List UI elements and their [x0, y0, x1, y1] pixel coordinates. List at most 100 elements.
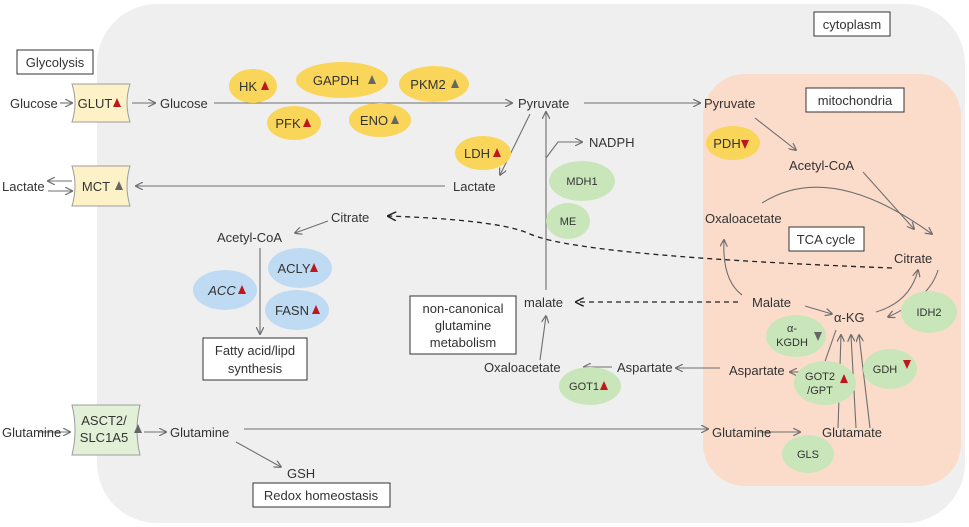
- pkm2-up-arrow-icon: [451, 79, 459, 88]
- fatty-acid-synthesis-box: Fatty acid/lipd synthesis: [202, 337, 308, 381]
- acetyl-coa-cytoplasm: Acetyl-CoA: [217, 230, 282, 245]
- enzyme-mdh1: MDH1: [549, 161, 615, 201]
- dashed-arrows: [388, 216, 893, 302]
- enzyme-akgdh: α- KGDH: [766, 315, 826, 357]
- glutamine-mitochondria: Glutamine: [712, 425, 771, 440]
- tca-cycle-label-box: TCA cycle: [788, 226, 865, 252]
- pfk-label: PFK: [275, 116, 301, 131]
- gapdh-label: GAPDH: [313, 73, 359, 88]
- asct2-up-arrow-icon: [134, 424, 142, 433]
- mitochondria-label-box: mitochondria: [805, 87, 905, 113]
- glutamate: Glutamate: [822, 425, 882, 440]
- glucose-extracellular: Glucose: [10, 96, 58, 111]
- me-label: ME: [560, 216, 577, 228]
- enzyme-acc: ACC: [193, 270, 257, 310]
- enzyme-gdh: GDH: [863, 349, 917, 389]
- enzyme-acly: ACLY: [268, 248, 332, 288]
- enzyme-gls: GLS: [782, 435, 834, 473]
- aspartate-mitochondria: Aspartate: [729, 363, 785, 378]
- gls-label: GLS: [797, 449, 819, 461]
- gsh: GSH: [287, 466, 315, 481]
- noncanonical-label-line1: non-canonical: [423, 301, 504, 316]
- glut-up-arrow-icon: [113, 98, 121, 107]
- acc-label: ACC: [207, 283, 236, 298]
- asct2-label-line1: ASCT2/: [81, 413, 127, 428]
- enzyme-eno: ENO: [349, 103, 411, 137]
- glycolysis-label-box: Glycolysis: [16, 49, 94, 75]
- gdh-label: GDH: [873, 364, 898, 376]
- pdh-label: PDH: [713, 136, 740, 151]
- glut-label: GLUT: [78, 96, 113, 111]
- enzyme-idh2: IDH2: [901, 291, 957, 333]
- oxaloacetate-mitochondria: Oxaloacetate: [705, 211, 782, 226]
- noncanonical-glutamine-box: non-canonical glutamine metabolism: [409, 295, 517, 355]
- malate-mitochondria: Malate: [752, 295, 791, 310]
- enzyme-got2-gpt: GOT2 /GPT: [794, 361, 856, 405]
- metabolite-labels: Glucose Glucose Pyruvate Pyruvate Lactat…: [2, 96, 932, 481]
- oxaloacetate-cytoplasm: Oxaloacetate: [484, 360, 561, 375]
- pdh-down-arrow-icon: [741, 140, 749, 149]
- enzyme-fasn: FASN: [265, 290, 329, 330]
- glut-transporter: GLUT: [71, 83, 131, 123]
- pkm2-label: PKM2: [410, 77, 445, 92]
- lactate-intracellular: Lactate: [453, 179, 496, 194]
- mct-label: MCT: [82, 179, 110, 194]
- acly-up-arrow-icon: [310, 263, 318, 272]
- pyruvate-mitochondria: Pyruvate: [704, 96, 755, 111]
- citrate-mitochondria: Citrate: [894, 251, 932, 266]
- cytoplasm-label: cytoplasm: [823, 17, 882, 32]
- enzyme-pdh: PDH: [706, 126, 760, 160]
- akgdh-label-line2: KGDH: [776, 337, 808, 349]
- tca-cycle-label: TCA cycle: [797, 232, 856, 247]
- acly-label: ACLY: [278, 261, 311, 276]
- hk-up-arrow-icon: [261, 81, 269, 90]
- asct2-transporter: ASCT2/ SLC1A5: [71, 404, 142, 456]
- akgdh-label-line1: α-: [787, 323, 797, 335]
- citrate-cytoplasm: Citrate: [331, 210, 369, 225]
- fatty-acid-label-line2: synthesis: [228, 361, 283, 376]
- got1-up-arrow-icon: [600, 381, 608, 390]
- fasn-label: FASN: [275, 303, 309, 318]
- redox-homeostasis-box: Redox homeostasis: [252, 482, 391, 508]
- nadph: NADPH: [589, 135, 635, 150]
- mct-up-arrow-icon: [115, 181, 123, 190]
- redox-label: Redox homeostasis: [264, 488, 379, 503]
- lactate-extracellular: Lactate: [2, 179, 45, 194]
- ldh-up-arrow-icon: [493, 148, 501, 157]
- got2-up-arrow-icon: [840, 374, 848, 383]
- ldh-label: LDH: [464, 146, 490, 161]
- enzyme-me: ME: [546, 203, 590, 239]
- glutamine-extracellular: Glutamine: [2, 425, 61, 440]
- eno-label: ENO: [360, 113, 388, 128]
- noncanonical-label-line2: glutamine: [435, 318, 491, 333]
- eno-up-arrow-icon: [391, 115, 399, 124]
- asct2-label-line2: SLC1A5: [80, 430, 128, 445]
- pfk-up-arrow-icon: [303, 118, 311, 127]
- mitochondria-label: mitochondria: [818, 93, 893, 108]
- mdh1-label: MDH1: [566, 176, 597, 188]
- pyruvate-cytoplasm: Pyruvate: [518, 96, 569, 111]
- fatty-acid-label-line1: Fatty acid/lipd: [215, 343, 295, 358]
- acetyl-coa-mitochondria: Acetyl-CoA: [789, 158, 854, 173]
- aspartate-cytoplasm: Aspartate: [617, 360, 673, 375]
- enzyme-pkm2: PKM2: [399, 66, 469, 102]
- fasn-up-arrow-icon: [312, 305, 320, 314]
- glutamine-intracellular: Glutamine: [170, 425, 229, 440]
- got2-label-line2: /GPT: [807, 385, 833, 397]
- idh2-label: IDH2: [916, 307, 941, 319]
- malate-cytoplasm: malate: [524, 295, 563, 310]
- noncanonical-label-line3: metabolism: [430, 335, 496, 350]
- enzyme-ldh: LDH: [455, 136, 511, 170]
- acc-up-arrow-icon: [238, 285, 246, 294]
- got1-label: GOT1: [569, 381, 599, 393]
- enzyme-gapdh: GAPDH: [296, 62, 388, 98]
- got2-label-line1: GOT2: [805, 371, 835, 383]
- gapdh-up-arrow-icon: [368, 75, 376, 84]
- enzyme-hk: HK: [229, 69, 277, 103]
- pathway-arrows: [38, 103, 939, 467]
- hk-label: HK: [239, 79, 257, 94]
- glycolysis-label: Glycolysis: [26, 55, 85, 70]
- akgdh-down-arrow-icon: [814, 332, 822, 341]
- mct-transporter: MCT: [71, 165, 131, 207]
